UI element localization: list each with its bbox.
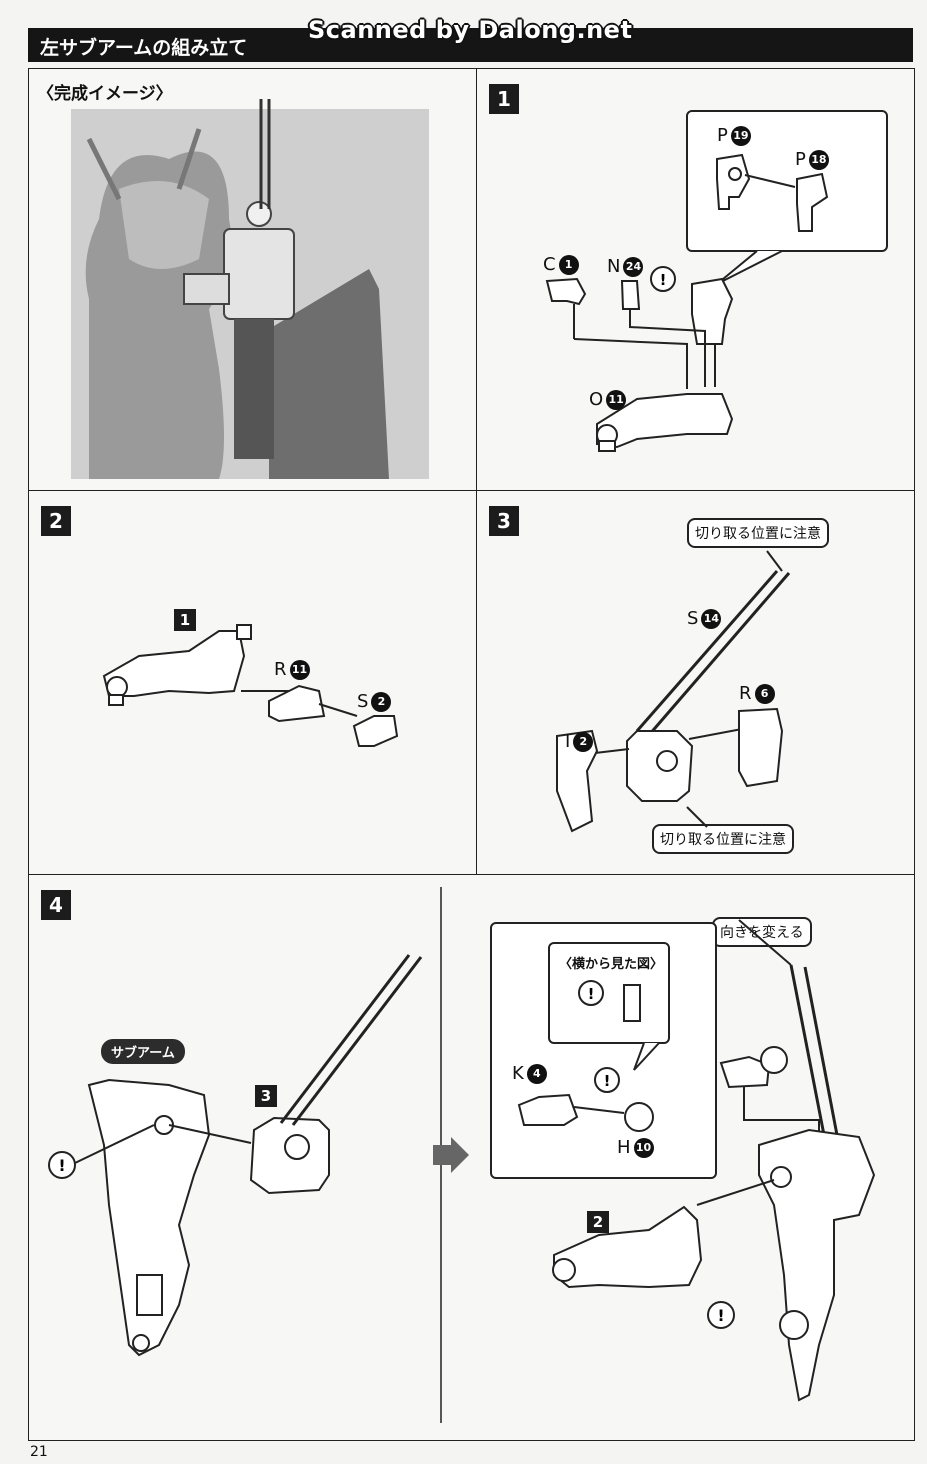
svg-text:!: ! [58, 1156, 65, 1175]
step-2-diagram [102, 624, 399, 747]
preview-caption: 〈完成イメージ〉 [37, 84, 173, 104]
step-4-panel: 4 サブアーム 3 2 向きを変える ! ! ! [28, 874, 915, 1441]
svg-text:!: ! [660, 271, 667, 289]
step-1-diagram: ! [545, 110, 888, 452]
step-1-number: 1 [489, 84, 519, 114]
step-2-number: 2 [41, 506, 71, 536]
ref-step-2-badge: 2 [587, 1211, 609, 1233]
completed-figure-illustration [71, 99, 429, 479]
svg-text:!: ! [604, 1072, 611, 1090]
ref-step-1-badge: 1 [174, 609, 196, 631]
side-view-caption: 〈横から見た図〉 [559, 957, 664, 972]
page-number: 21 [30, 1444, 48, 1460]
step-4-diagram: ! ! ! ! [48, 887, 876, 1423]
sub-arm-label: サブアーム [101, 1039, 185, 1064]
step-4-number: 4 [41, 890, 71, 920]
svg-text:!: ! [717, 1306, 724, 1325]
step-3-diagram [556, 550, 791, 833]
preview-panel: 〈完成イメージ〉 [28, 68, 477, 492]
cut-position-notice-top: 切り取る位置に注意 [687, 518, 829, 548]
page-title: 左サブアームの組み立て [40, 37, 248, 59]
orientation-note: 向きを変える [712, 917, 812, 947]
cut-position-notice-bottom: 切り取る位置に注意 [652, 824, 794, 854]
scan-watermark: Scanned by Dalong.net [308, 16, 633, 44]
step-3-number: 3 [489, 506, 519, 536]
page-header: 左サブアームの組み立て [28, 28, 913, 62]
ref-step-3-badge: 3 [255, 1085, 277, 1107]
svg-text:!: ! [588, 985, 595, 1003]
